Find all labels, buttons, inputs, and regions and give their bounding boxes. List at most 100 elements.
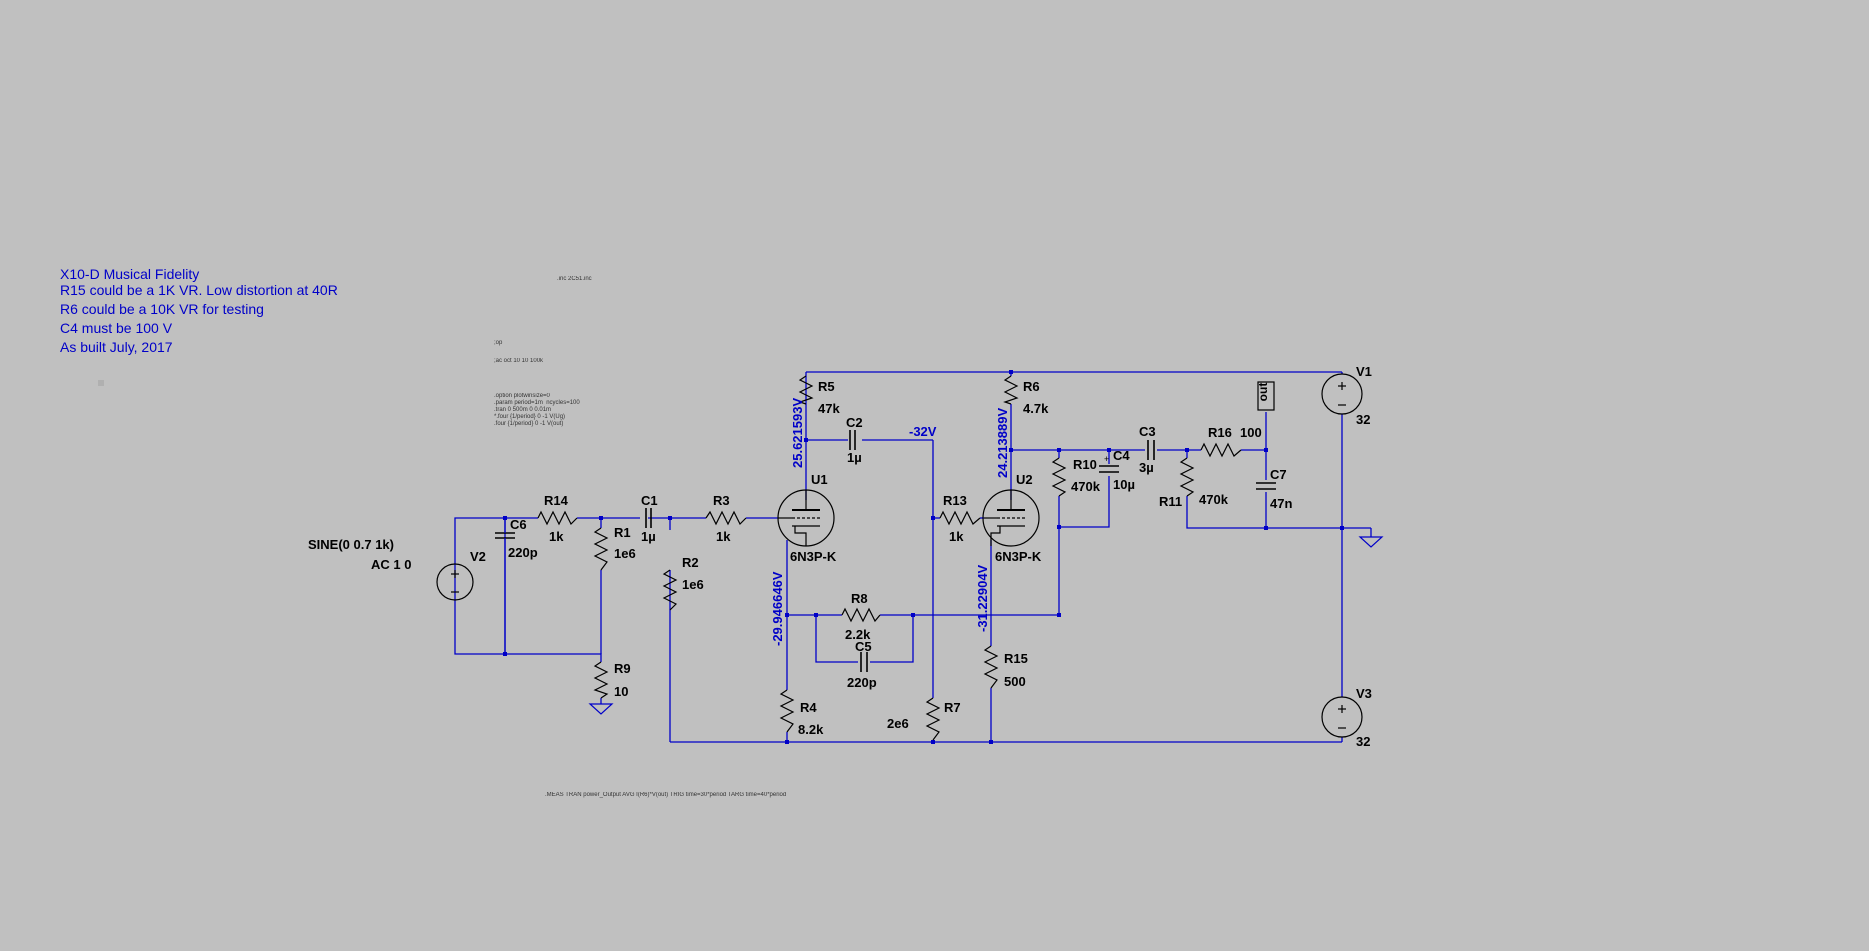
- resistor-r7: [925, 697, 941, 741]
- v2-ac: AC 1 0: [371, 557, 411, 572]
- r15-name: R15: [1004, 651, 1028, 666]
- v1-name: V1: [1356, 364, 1372, 379]
- c7-name: C7: [1270, 467, 1287, 482]
- r9-name: R9: [614, 661, 631, 676]
- c4-value: 10µ: [1113, 477, 1135, 492]
- probe-u2-cathode: -31.22904V: [975, 564, 990, 632]
- directive-op[interactable]: ;op: [494, 340, 503, 346]
- resistor-r2: [662, 569, 678, 611]
- directive-meas[interactable]: .MEAS TRAN power_Output AVG I(R6)*V(out)…: [545, 792, 787, 798]
- u2-name: U2: [1016, 472, 1033, 487]
- comment-c4: C4 must be 100 V: [60, 320, 173, 336]
- r7-name: R7: [944, 700, 961, 715]
- r9-value: 10: [614, 684, 628, 699]
- resistor-r13: [939, 510, 981, 526]
- r14-value: 1k: [549, 529, 564, 544]
- component-labels: R14 1k C6 220p R1 1e6 C1 1µ R3 1k R2 1e6…: [308, 364, 1372, 749]
- capacitor-c2: [849, 430, 856, 450]
- r7-value: 2e6: [887, 716, 909, 731]
- r11-name: R11: [1159, 494, 1182, 509]
- r6-value: 4.7k: [1023, 401, 1049, 416]
- comment-r6: R6 could be a 10K VR for testing: [60, 301, 264, 317]
- r15-value: 500: [1004, 674, 1026, 689]
- voltage-probes: 25.621593V -29.946646V 24.213889V -31.22…: [770, 398, 1010, 646]
- c6-value: 220p: [508, 545, 538, 560]
- capacitor-c5: [860, 652, 868, 672]
- c7-value: 47n: [1270, 496, 1292, 511]
- u2-value: 6N3P-K: [995, 549, 1042, 564]
- r4-name: R4: [800, 700, 817, 715]
- probe-u1-plate: 25.621593V: [790, 398, 805, 468]
- resistor-r5: [798, 375, 814, 405]
- probe-u2-plate: 24.213889V: [995, 408, 1010, 478]
- r5-name: R5: [818, 379, 835, 394]
- v3-value: 32: [1356, 734, 1370, 749]
- directive-options[interactable]: .option plotwinsize=0 .param period=1m n…: [494, 393, 580, 427]
- junctions: [98, 370, 1344, 744]
- resistor-r3: [705, 510, 747, 526]
- resistors[interactable]: [537, 375, 1242, 741]
- c2-value: 1µ: [847, 450, 862, 465]
- resistor-r8: [841, 607, 881, 623]
- r13-name: R13: [943, 493, 967, 508]
- resistor-r4: [779, 689, 795, 733]
- c3-value: 3µ: [1139, 460, 1154, 475]
- v3-name: V3: [1356, 686, 1372, 701]
- net-label-neg32v[interactable]: -32V: [909, 424, 937, 439]
- r2-name: R2: [682, 555, 699, 570]
- directive-inc[interactable]: .inc 2C51.inc: [557, 276, 592, 282]
- c1-value: 1µ: [641, 529, 656, 544]
- capacitor-c4: [1099, 465, 1119, 473]
- r8-value: 2.2k: [845, 627, 871, 642]
- r3-value: 1k: [716, 529, 731, 544]
- r1-name: R1: [614, 525, 631, 540]
- r1-value: 1e6: [614, 546, 636, 561]
- c2-name: C2: [846, 415, 863, 430]
- comment-built: As built July, 2017: [60, 339, 173, 355]
- v1-value: 32: [1356, 412, 1370, 427]
- source-v3[interactable]: [1321, 696, 1363, 738]
- resistor-r15: [983, 645, 999, 689]
- capacitors[interactable]: [495, 430, 1276, 672]
- r13-value: 1k: [949, 529, 964, 544]
- tube-u2[interactable]: [982, 489, 1040, 547]
- capacitor-c3: [1147, 440, 1155, 460]
- r2-value: 1e6: [682, 577, 704, 592]
- c1-name: C1: [641, 493, 658, 508]
- c6-name: C6: [510, 517, 527, 532]
- comment-r15: R15 could be a 1K VR. Low distortion at …: [60, 282, 338, 298]
- comment-title: X10-D Musical Fidelity: [60, 266, 200, 282]
- r16-value: 100: [1240, 425, 1262, 440]
- r14-name: R14: [544, 493, 569, 508]
- ground-symbols: [588, 536, 1384, 715]
- v2-value: SINE(0 0.7 1k): [308, 537, 394, 552]
- r3-name: R3: [713, 493, 730, 508]
- v2-name: V2: [470, 549, 486, 564]
- resistor-r9: [593, 661, 609, 699]
- c5-name: C5: [855, 639, 872, 654]
- u1-name: U1: [811, 472, 828, 487]
- capacitor-c7: [1256, 482, 1276, 490]
- resistor-r14: [537, 510, 578, 526]
- directive-ac[interactable]: ;ac oct 10 10 100k: [494, 358, 544, 364]
- c4-name: C4: [1113, 448, 1130, 463]
- u1-value: 6N3P-K: [790, 549, 837, 564]
- r8-name: R8: [851, 591, 868, 606]
- r5-value: 47k: [818, 401, 840, 416]
- r10-name: R10: [1073, 457, 1097, 472]
- svg-text:+: +: [1104, 454, 1109, 464]
- source-v1[interactable]: [1321, 373, 1363, 415]
- c3-name: C3: [1139, 424, 1156, 439]
- capacitor-c1: [645, 508, 652, 528]
- net-flag-out-label: out: [1256, 383, 1270, 402]
- r11-value: 470k: [1199, 492, 1229, 507]
- net-flag-out[interactable]: out: [1256, 381, 1275, 411]
- source-v2[interactable]: [436, 563, 474, 601]
- resistor-r6: [1003, 375, 1019, 405]
- r10-value: 470k: [1071, 479, 1101, 494]
- resistor-r11: [1179, 457, 1195, 497]
- tube-u1[interactable]: [777, 489, 835, 547]
- r16-name: R16: [1208, 425, 1232, 440]
- resistor-r10: [1051, 457, 1067, 497]
